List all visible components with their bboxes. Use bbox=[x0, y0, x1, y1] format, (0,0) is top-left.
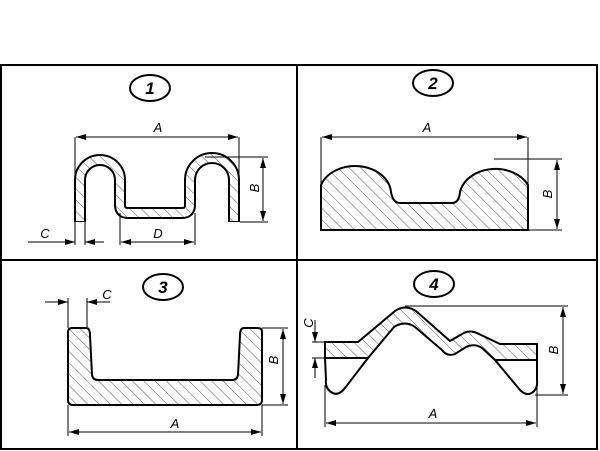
panel-3: 3 C A B bbox=[45, 273, 288, 436]
profile-4-left-leg bbox=[324, 357, 369, 395]
profile-1-section bbox=[76, 154, 238, 221]
panel-number-badge bbox=[412, 69, 454, 97]
panel-number-badge bbox=[142, 273, 184, 301]
panel-number-badge bbox=[413, 270, 455, 298]
profile-4-section bbox=[324, 306, 538, 361]
label-d: D bbox=[153, 226, 162, 241]
profile-2-section bbox=[320, 164, 529, 231]
label-b: B bbox=[546, 345, 561, 354]
label-a: A bbox=[153, 120, 163, 135]
panel-number: 1 bbox=[145, 79, 154, 98]
label-a: A bbox=[422, 120, 432, 135]
profile-3-section bbox=[67, 327, 263, 406]
panel-number: 3 bbox=[158, 278, 168, 297]
label-b: B bbox=[247, 183, 262, 192]
panel-2: 2 A B bbox=[320, 69, 562, 231]
label-a: A bbox=[170, 416, 180, 431]
outer-frame bbox=[0, 64, 598, 450]
panel-number-badge bbox=[129, 74, 171, 102]
panel-number: 4 bbox=[428, 275, 439, 294]
label-c: C bbox=[40, 226, 50, 241]
label-a: A bbox=[428, 406, 438, 421]
panel-4: 4 A B C bbox=[301, 270, 568, 427]
label-c: C bbox=[301, 318, 316, 328]
label-b: B bbox=[540, 189, 555, 198]
panel-1: 1 A B C D bbox=[28, 74, 268, 245]
label-b: B bbox=[266, 355, 281, 364]
panel-number: 2 bbox=[427, 74, 438, 93]
label-c: C bbox=[102, 287, 112, 302]
profile-4-right-leg bbox=[494, 359, 539, 396]
